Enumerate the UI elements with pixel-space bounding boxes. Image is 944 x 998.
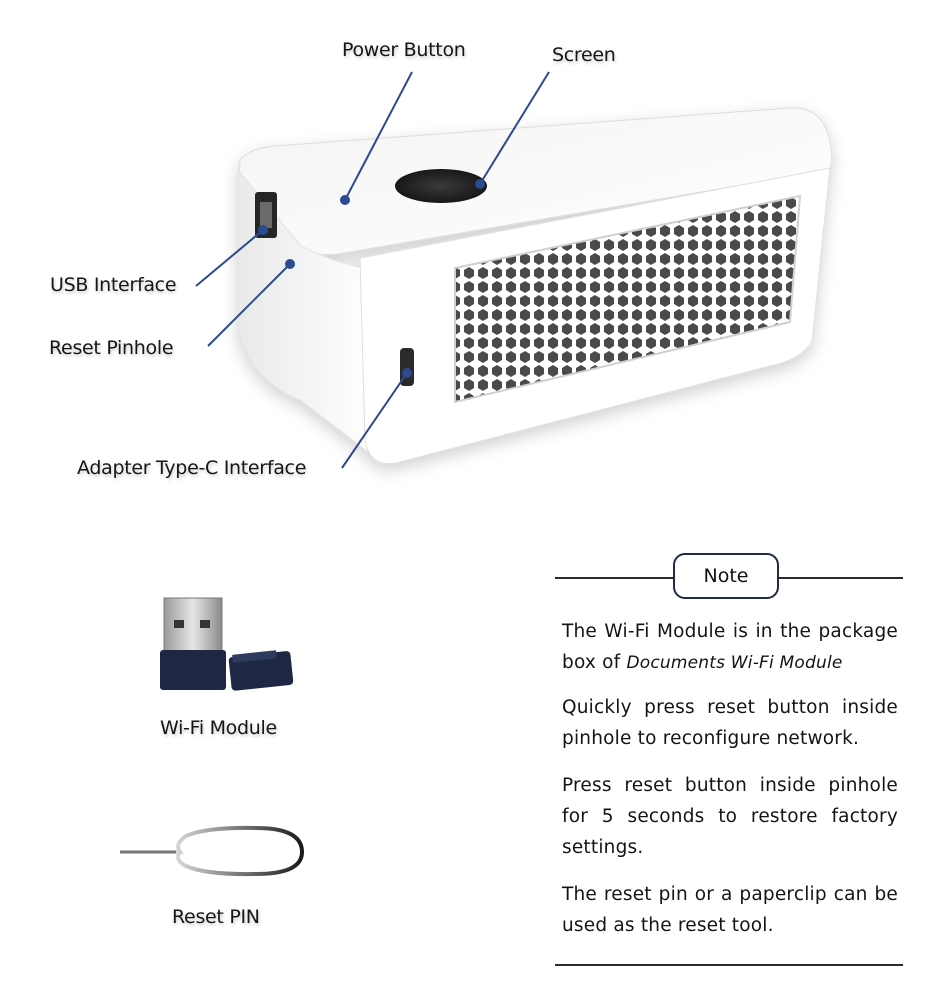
typec-dot — [402, 368, 412, 378]
device-illustration — [195, 71, 833, 469]
power-button-dot — [340, 195, 350, 205]
wifi-module-image — [160, 597, 294, 691]
reset-pinhole-label: Reset Pinhole — [49, 337, 174, 359]
screen-dot — [475, 179, 485, 189]
usb-interface-label: USB Interface — [50, 274, 177, 296]
power-button-label: Power Button — [342, 39, 466, 61]
note-paragraph-4: The reset pin or a paperclip can be used… — [562, 884, 898, 936]
note-p1-emphasis: Documents Wi-Fi Module — [626, 653, 843, 673]
usb-dot — [258, 225, 268, 235]
callout-dots — [258, 179, 485, 378]
adapter-typec-label: Adapter Type-C Interface — [77, 457, 307, 479]
reset-pin-label: Reset PIN — [172, 906, 260, 928]
wifi-module-label: Wi-Fi Module — [160, 717, 277, 739]
note-rule-right — [779, 577, 903, 579]
note-rule-bottom — [555, 964, 903, 966]
vent-grille — [455, 196, 800, 402]
note-p1-text: The Wi-Fi Module is in the package box o… — [562, 621, 898, 673]
leader-lines — [195, 71, 550, 469]
note-paragraph-2: Quickly press reset button inside pinhol… — [562, 697, 898, 749]
note-title: Note — [673, 553, 779, 599]
screen-label: Screen — [552, 44, 616, 66]
reset-pin-image — [120, 825, 305, 877]
screen-display — [395, 169, 487, 203]
note-rule-left — [555, 577, 673, 579]
note-paragraph-3: Press reset button inside pinhole for 5 … — [562, 775, 898, 858]
reset-pinhole-dot — [285, 259, 295, 269]
note-paragraph-1: The Wi-Fi Module is in the package box o… — [562, 616, 898, 679]
